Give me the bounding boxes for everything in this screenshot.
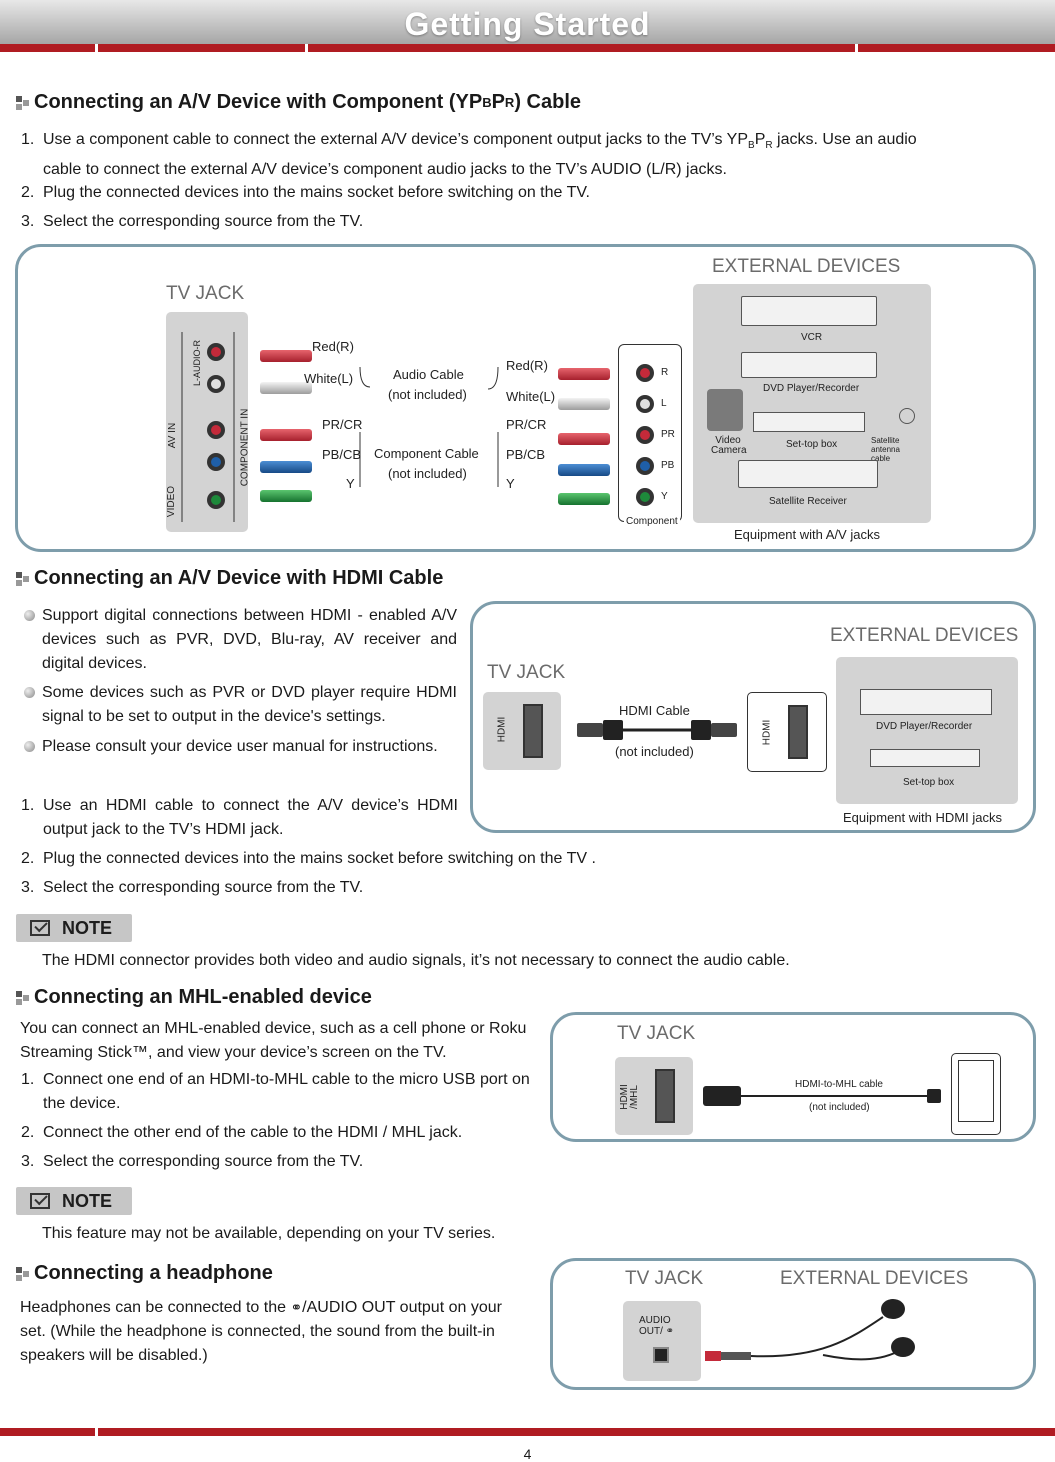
device-hdmi-jack: HDMI bbox=[747, 692, 827, 772]
tv-jack-panel: AV IN VIDEO L-AUDIO-R COMPONENT IN bbox=[166, 312, 250, 532]
hdmi-bullet-2: Some devices such as PVR or DVD player r… bbox=[20, 681, 457, 729]
header-red-bar bbox=[0, 44, 1055, 52]
hdmi-bullet-1: Support digital connections between HDMI… bbox=[20, 604, 457, 676]
audio-cable-label: Audio Cable bbox=[393, 367, 464, 382]
tv-hdmi-jack: HDMI bbox=[483, 692, 561, 770]
section-bullet-icon bbox=[16, 990, 30, 1005]
y-plug-right bbox=[558, 493, 610, 505]
mhl-diagram: TV JACK HDMI/MHL HDMI-to-MHL cable (not … bbox=[550, 1012, 1036, 1142]
hdmi-section-title: Connecting an A/V Device with HDMI Cable bbox=[16, 567, 443, 590]
hdmi-bullet-3: Please consult your device user manual f… bbox=[20, 735, 457, 759]
pr-plug-left bbox=[260, 429, 312, 441]
mhl-intro: You can connect an MHL-enabled device, s… bbox=[20, 1020, 527, 1061]
satellite-dish-icon bbox=[899, 408, 915, 424]
mhl-step-3: 3.Select the corresponding source from t… bbox=[21, 1153, 364, 1170]
tv-jack-label: TV JACK bbox=[166, 283, 245, 304]
hdmi-diagram: TV JACK EXTERNAL DEVICES HDMI HDMI Cable… bbox=[470, 601, 1036, 833]
checkbox-icon bbox=[30, 920, 50, 936]
external-devices-label: EXTERNAL DEVICES bbox=[712, 256, 901, 277]
hdmi-step-2: 2.Plug the connected devices into the ma… bbox=[21, 850, 596, 867]
headphone-text: Headphones can be connected to the ⚭/AUD… bbox=[20, 1299, 502, 1364]
page-header: Getting Started bbox=[0, 0, 1055, 52]
component-step-3: 3.Select the corresponding source from t… bbox=[21, 213, 364, 230]
hdmi-note-text: The HDMI connector provides both video a… bbox=[42, 952, 790, 969]
hdmi-step-1: 1.Use an HDMI cable to connect the A/V d… bbox=[21, 797, 458, 838]
mhl-cable-icon bbox=[703, 1086, 941, 1106]
white-plug-left bbox=[260, 382, 312, 394]
cable-lines bbox=[359, 366, 499, 487]
bullet-dot-icon bbox=[24, 610, 35, 621]
dvd-icon bbox=[741, 352, 877, 378]
video-camera-icon bbox=[707, 389, 743, 431]
hdmi-step-3: 3.Select the corresponding source from t… bbox=[21, 879, 364, 896]
set-top-box-icon bbox=[870, 749, 980, 767]
section-bullet-icon bbox=[16, 571, 30, 586]
pr-plug-right bbox=[558, 433, 610, 445]
earphones-icon bbox=[705, 1299, 915, 1361]
pb-plug-right bbox=[558, 464, 610, 476]
bullet-dot-icon bbox=[24, 741, 35, 752]
red-plug-right bbox=[558, 368, 610, 380]
headphone-icon: ⚭ bbox=[665, 1326, 675, 1337]
checkbox-icon bbox=[30, 1193, 50, 1209]
note-badge: NOTE bbox=[16, 1187, 132, 1215]
bullet-dot-icon bbox=[24, 687, 35, 698]
pb-plug-left bbox=[260, 461, 312, 473]
component-step-1: 1. Use a component cable to connect the … bbox=[21, 131, 917, 179]
headphone-icon: ⚭ bbox=[290, 1299, 303, 1315]
page-number: 4 bbox=[523, 1446, 532, 1462]
white-plug-right bbox=[558, 398, 610, 410]
tv-mhl-jack: HDMI/MHL bbox=[615, 1057, 693, 1135]
red-plug-left bbox=[260, 350, 312, 362]
mhl-section-title: Connecting an MHL-enabled device bbox=[16, 986, 372, 1009]
component-cable-label: Component Cable bbox=[374, 446, 479, 461]
note-badge: NOTE bbox=[16, 914, 132, 942]
hdmi-cable-icon bbox=[577, 720, 737, 740]
external-av-devices: VCR DVD Player/Recorder Video Camera Set… bbox=[693, 284, 931, 523]
component-section-title: Connecting an A/V Device with Component … bbox=[16, 91, 581, 114]
mhl-note-text: This feature may not be available, depen… bbox=[42, 1225, 496, 1242]
footer-red-bar bbox=[0, 1428, 1055, 1436]
mobile-device-icon bbox=[951, 1053, 1001, 1135]
headphone-section-title: Connecting a headphone bbox=[16, 1262, 273, 1285]
mhl-step-1: 1.Connect one end of an HDMI-to-MHL cabl… bbox=[21, 1071, 530, 1112]
set-top-box-icon bbox=[753, 412, 865, 432]
dvd-icon bbox=[860, 689, 992, 715]
section-bullet-icon bbox=[16, 1266, 30, 1281]
tv-component-jacks bbox=[181, 332, 235, 522]
component-step-2: 2.Plug the connected devices into the ma… bbox=[21, 184, 590, 201]
mhl-step-2: 2.Connect the other end of the cable to … bbox=[21, 1124, 463, 1141]
external-component-jacks: R L PR PB Y bbox=[618, 344, 682, 522]
vcr-icon bbox=[741, 296, 877, 326]
component-diagram: TV JACK EXTERNAL DEVICES AV IN VIDEO L-A… bbox=[15, 244, 1036, 552]
satellite-receiver-icon bbox=[738, 460, 878, 488]
page-title: Getting Started bbox=[404, 6, 651, 42]
external-hdmi-devices: DVD Player/Recorder Set-top box bbox=[836, 657, 1018, 804]
y-plug-left bbox=[260, 490, 312, 502]
section-bullet-icon bbox=[16, 95, 30, 110]
